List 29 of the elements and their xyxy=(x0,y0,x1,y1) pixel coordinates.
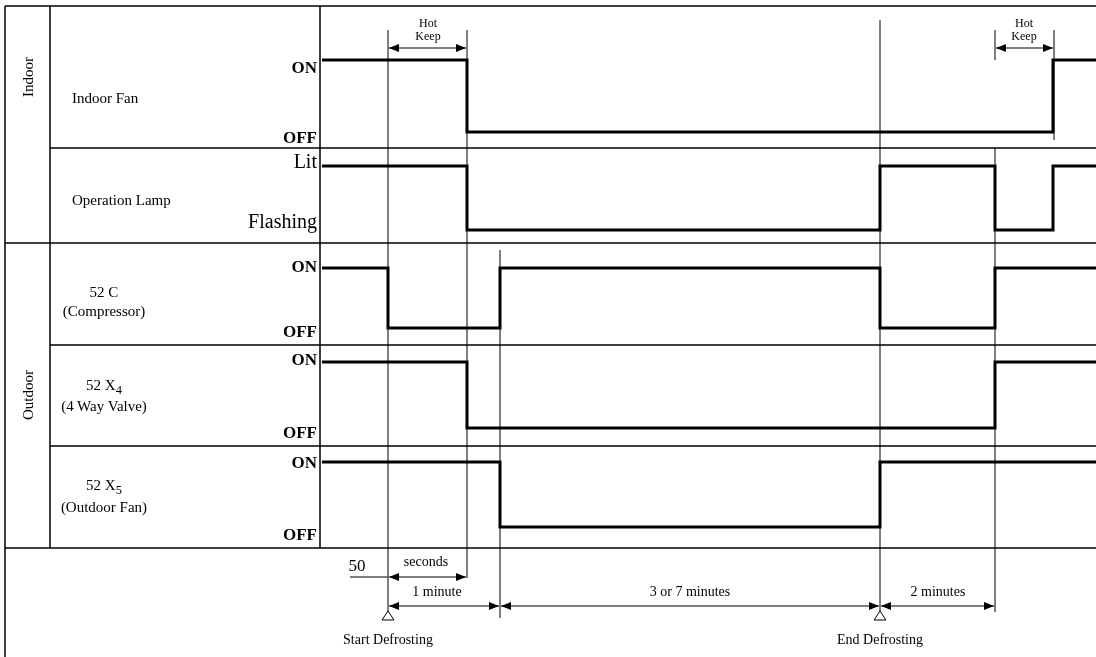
signal-description: (4 Way Valve) xyxy=(61,397,147,415)
dimension-label: Hot Keep xyxy=(1010,16,1038,44)
dimension-label: Hot Keep xyxy=(414,16,442,44)
state-label: OFF xyxy=(283,525,317,545)
state-label: OFF xyxy=(283,128,317,148)
group-label: Indoor xyxy=(19,57,37,97)
state-label: ON xyxy=(291,257,317,277)
state-label: Lit xyxy=(293,150,317,172)
event-label: End Defrosting xyxy=(837,632,923,648)
signal-name: 52 C xyxy=(89,283,119,301)
dimension-label: 1 minute xyxy=(412,584,462,600)
state-label: ON xyxy=(291,453,317,473)
signal-name: 52 X$_{5}$ xyxy=(86,476,122,498)
signal-description: (Outdoor Fan) xyxy=(60,498,148,516)
state-label: ON xyxy=(291,58,317,78)
dimension-label: 2 minutes xyxy=(910,584,966,600)
dimension-label: 50 xyxy=(348,556,366,576)
signal-name: Indoor Fan xyxy=(72,89,139,107)
dimension-label: 3 or 7 minutes xyxy=(649,584,731,600)
state-label: OFF xyxy=(283,423,317,443)
signal-name: Operation Lamp xyxy=(72,191,171,209)
state-label: ON xyxy=(291,350,317,370)
state-label: Flashing xyxy=(248,210,317,232)
dimension-label: seconds xyxy=(403,554,449,570)
group-label: Outdoor xyxy=(19,370,37,420)
signal-description: (Compressor) xyxy=(62,302,146,320)
state-label: OFF xyxy=(283,322,317,342)
event-label: Start Defrosting xyxy=(343,632,433,648)
signal-name: 52 X$_{4}$ xyxy=(86,376,122,398)
